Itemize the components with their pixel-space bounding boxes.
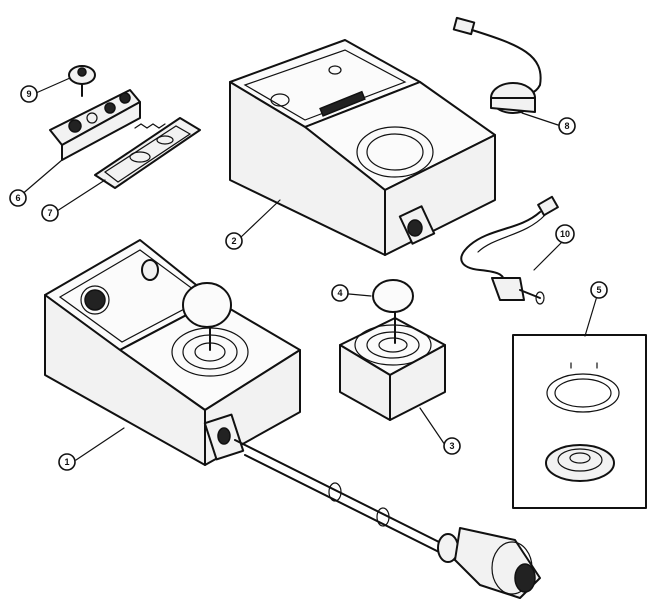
callout-10: 10 [555, 224, 575, 244]
console-base-part-1 [44, 239, 541, 599]
callout-label-1: 1 [64, 457, 69, 467]
callout-label-9: 9 [26, 89, 31, 99]
callout-label-10: 10 [560, 229, 570, 239]
callout-label-4: 4 [337, 288, 342, 298]
callout-label-5: 5 [596, 285, 601, 295]
knob-part-9 [68, 65, 96, 97]
callout-6: 6 [9, 189, 27, 207]
callout-label-2: 2 [231, 236, 236, 246]
joystick-knob-part-4 [372, 279, 414, 313]
gasket-plate-part-7 [94, 117, 201, 189]
callout-4: 4 [331, 284, 349, 302]
plug-buzzer-part-8 [452, 16, 542, 114]
callout-8: 8 [558, 117, 576, 135]
callout-2: 2 [225, 232, 243, 250]
callout-label-3: 3 [449, 441, 454, 451]
ring-kit-inset-part-5 [512, 334, 647, 509]
callout-5: 5 [590, 281, 608, 299]
callout-1: 1 [58, 453, 76, 471]
callout-label-6: 6 [15, 193, 20, 203]
callout-label-8: 8 [564, 121, 569, 131]
switch-panel-part-6 [49, 89, 141, 161]
callout-7: 7 [41, 204, 59, 222]
callout-label-7: 7 [47, 208, 52, 218]
callout-9: 9 [20, 85, 38, 103]
joystick-module-part-3 [339, 311, 446, 421]
leader-lines [19, 77, 598, 461]
wired-switch-part-10 [460, 195, 559, 305]
console-housing-part-2 [229, 39, 496, 256]
callout-3: 3 [443, 437, 461, 455]
